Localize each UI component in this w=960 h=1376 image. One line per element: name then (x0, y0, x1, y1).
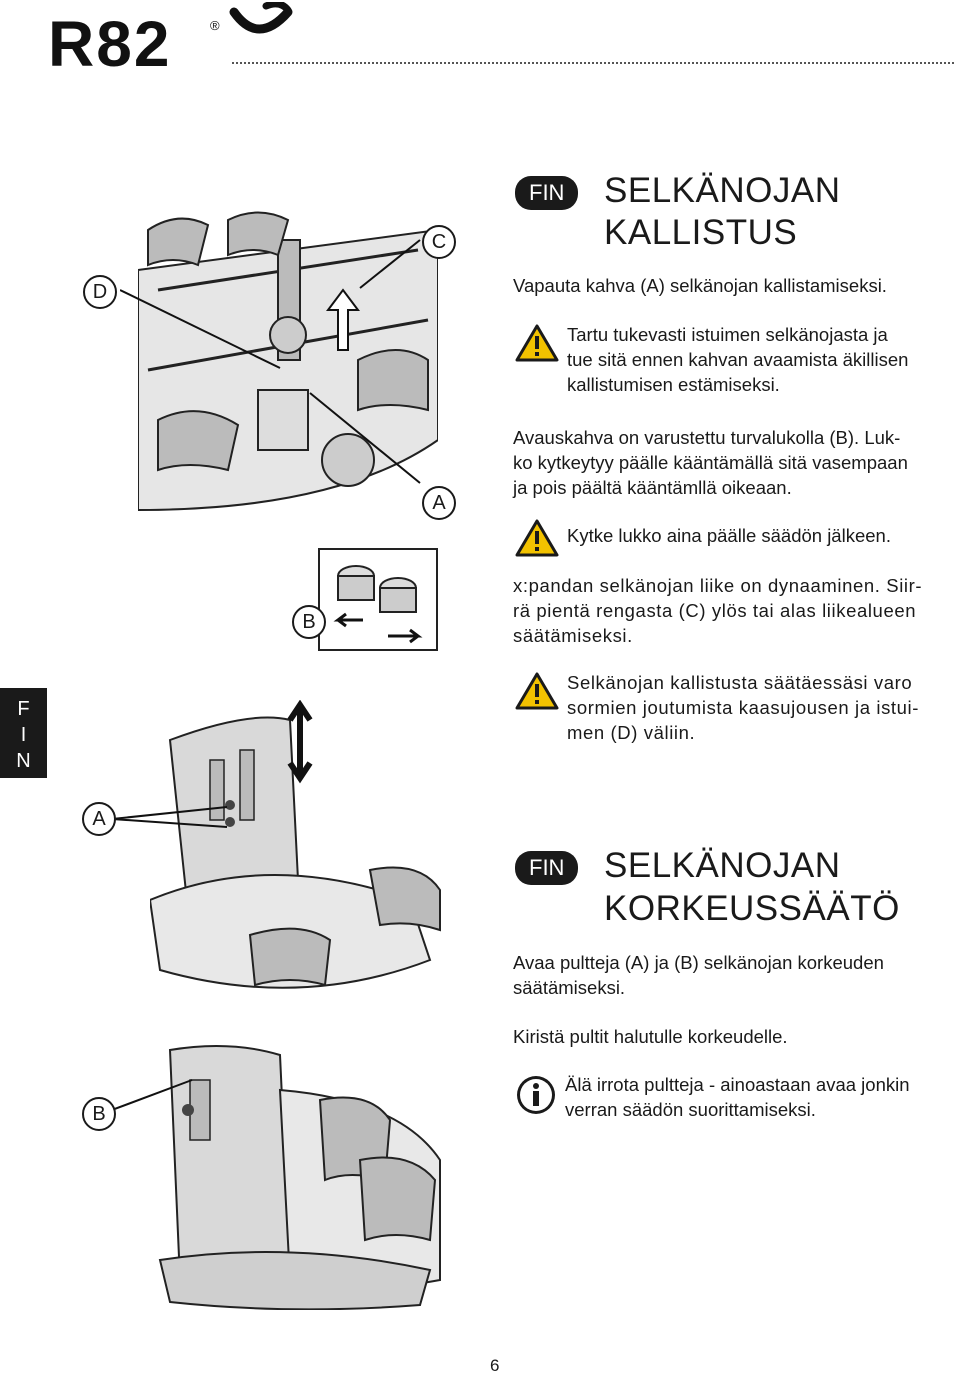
text-line: rä pientä rengasta (C) ylös tai alas lii… (513, 600, 917, 621)
info-text: Älä irrota pultteja - ainoastaan avaa jo… (565, 1072, 910, 1122)
text-line: x:pandan selkänojan liike on dynaaminen.… (513, 575, 923, 596)
warning-line: kallistumisen estämiseksi. (567, 374, 780, 395)
language-badge: FIN (515, 851, 579, 885)
warning-line: Selkänojan kallistusta säätäessäsi varo (567, 672, 913, 693)
figure-seat-height (150, 700, 450, 1010)
registered-mark: ® (210, 18, 220, 33)
side-tab-letter: N (16, 750, 31, 772)
side-tab-letter: F (17, 698, 30, 720)
warning-text: Kytke lukko aina päälle säädön jälkeen. (567, 525, 891, 546)
text-line: ja pois päältä kääntämllä oikeaan. (513, 477, 792, 498)
warning-line: Tartu tukevasti istuimen selkänojasta ja (567, 324, 888, 345)
warning-block: Kytke lukko aina päälle säädön jälkeen. (515, 517, 955, 557)
height-adjust-text: Avaa pultteja (A) ja (B) selkänojan kork… (513, 950, 958, 1000)
figure-backrest-rear (150, 1040, 450, 1310)
figure-lock-ring (318, 548, 438, 651)
warning-line: sormien joutumista kaasujousen ja istui- (567, 697, 920, 718)
warning-icon (515, 324, 559, 362)
label-circle-b: B (292, 605, 326, 639)
label-circle-b-2: B (82, 1097, 116, 1131)
info-line: verran säädön suorittamiseksi. (565, 1099, 816, 1120)
label-circle-c: C (422, 225, 456, 259)
info-line: Älä irrota pultteja - ainoastaan avaa jo… (565, 1074, 910, 1095)
language-side-tab: F I N (0, 688, 47, 778)
language-badge: FIN (515, 176, 579, 210)
label-circle-a: A (422, 486, 456, 520)
info-icon (517, 1076, 555, 1114)
label-circle-d: D (83, 275, 117, 309)
tighten-text: Kiristä pultit halutulle korkeudelle. (513, 1026, 788, 1047)
section-title-line2: KORKEUSSÄÄTÖ (604, 889, 900, 928)
section-title-line1: SELKÄNOJAN (604, 171, 841, 210)
callout-line-b (112, 1075, 202, 1115)
warning-text: Selkänojan kallistusta säätäessäsi varo … (567, 670, 919, 745)
section-title-line2: KALLISTUS (604, 213, 798, 252)
brand-logo: R82 (48, 8, 172, 80)
warning-text: Tartu tukevasti istuimen selkänojasta ja… (567, 322, 908, 397)
logo-swoosh-icon (228, 2, 296, 48)
info-block: Älä irrota pultteja - ainoastaan avaa jo… (515, 1072, 960, 1122)
text-line: säätämiseksi. (513, 977, 626, 998)
warning-line: men (D) väliin. (567, 722, 696, 743)
side-tab-letter: I (20, 724, 27, 746)
text-line: Avaa pultteja (A) ja (B) selkänojan kork… (513, 952, 884, 973)
label-circle-a-2: A (82, 802, 116, 836)
callout-lines-a (112, 805, 232, 835)
warning-line: tue sitä ennen kahvan avaamista äkillise… (567, 349, 909, 370)
warning-block: Tartu tukevasti istuimen selkänojasta ja… (515, 322, 955, 397)
intro-text: Vapauta kahva (A) selkänojan kallistamis… (513, 275, 887, 296)
warning-icon (515, 672, 559, 710)
text-line: Avauskahva on varustettu turvalukolla (B… (513, 427, 901, 448)
lock-description: Avauskahva on varustettu turvalukolla (B… (513, 425, 953, 500)
warning-icon (515, 519, 559, 557)
section-title-line1: SELKÄNOJAN (604, 846, 841, 885)
text-line: säätämiseksi. (513, 625, 633, 646)
warning-block: Selkänojan kallistusta säätäessäsi varo … (515, 670, 960, 745)
figure-tilt-mechanism (138, 210, 438, 522)
callout-lines (120, 228, 440, 498)
header-divider (232, 62, 954, 64)
dynamic-description: x:pandan selkänojan liike on dynaaminen.… (513, 573, 958, 648)
text-line: ko kytkeytyy päälle kääntämällä sitä vas… (513, 452, 908, 473)
page-number: 6 (490, 1356, 500, 1375)
